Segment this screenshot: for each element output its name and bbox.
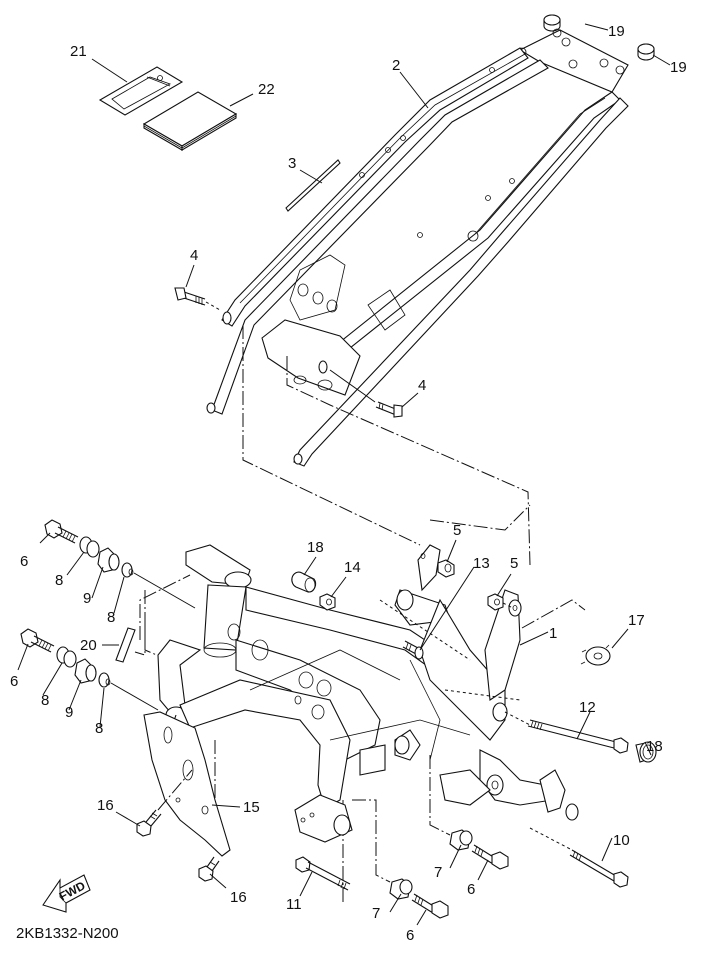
- part-9-collar-b[interactable]: [74, 658, 97, 684]
- callout-19-b: 19: [670, 59, 687, 76]
- part-21-tray[interactable]: [98, 66, 184, 116]
- callout-21: 21: [70, 43, 87, 60]
- callout-5-b: 5: [510, 555, 518, 572]
- part-18-cap-b[interactable]: [635, 741, 657, 763]
- callout-4-a: 4: [190, 247, 198, 264]
- callout-2: 2: [392, 57, 400, 74]
- callout-18-a: 18: [307, 539, 324, 556]
- callout-13: 13: [473, 555, 490, 572]
- part-18-cap-a[interactable]: [291, 571, 317, 593]
- callout-3: 3: [288, 155, 296, 172]
- callout-20: 20: [80, 637, 97, 654]
- part-8-damper-d[interactable]: [98, 672, 159, 711]
- callout-19-a: 19: [608, 23, 625, 40]
- callout-7-b: 7: [372, 905, 380, 922]
- part-2-rear-frame[interactable]: [206, 28, 629, 467]
- part-13-bolt[interactable]: [402, 640, 424, 660]
- fwd-arrow-icon: FWD: [42, 874, 91, 913]
- part-6-bolt-b[interactable]: [20, 628, 55, 653]
- callout-15: 15: [243, 799, 260, 816]
- callout-16-a: 16: [97, 797, 114, 814]
- callout-8-d: 8: [95, 720, 103, 737]
- part-10-bolt[interactable]: [529, 827, 629, 888]
- callout-8-a: 8: [55, 572, 63, 589]
- part-5-nut-b[interactable]: [487, 593, 514, 611]
- part-5-nut-a[interactable]: [437, 559, 455, 578]
- callout-12: 12: [579, 699, 596, 716]
- part-16-bolt-b[interactable]: [198, 856, 220, 882]
- part-17-lock-washer[interactable]: [580, 644, 611, 666]
- part-12-pivot-bolt[interactable]: [504, 711, 629, 754]
- callout-9-a: 9: [83, 590, 91, 607]
- drawing-code: 2KB1332-N200: [16, 925, 119, 942]
- callout-11: 11: [286, 896, 302, 913]
- part-8-damper-a[interactable]: [79, 536, 100, 558]
- callout-6-c: 6: [467, 881, 475, 898]
- callout-5-a: 5: [453, 522, 461, 539]
- part-3-strip[interactable]: [285, 159, 341, 212]
- part-16-bolt-a[interactable]: [136, 769, 193, 837]
- part-9-collar-a[interactable]: [97, 547, 120, 573]
- part-4-bolt-a[interactable]: [174, 287, 221, 311]
- callout-labels: 21 22 2 19 19 3 4 4 6 8 9 8 18 14 5 13 5…: [10, 23, 687, 944]
- callout-18-b: 18: [646, 738, 663, 755]
- part-6-bolt-d[interactable]: [411, 893, 449, 919]
- part-7-collar-a[interactable]: [449, 829, 473, 851]
- part-19-cap-b[interactable]: [637, 43, 655, 61]
- part-6-bolt-c[interactable]: [471, 844, 509, 870]
- part-7-collar-b[interactable]: [389, 878, 413, 900]
- callout-22: 22: [258, 81, 275, 98]
- part-4-bolt-b[interactable]: [329, 369, 403, 418]
- part-8-damper-c[interactable]: [56, 646, 77, 668]
- part-11-bolt[interactable]: [295, 856, 351, 891]
- callout-1: 1: [549, 625, 557, 642]
- part-14-nut[interactable]: [319, 593, 336, 611]
- callout-leaders: [17, 23, 671, 926]
- part-19-cap-a[interactable]: [543, 14, 561, 32]
- part-22-manual[interactable]: [142, 91, 238, 151]
- part-8-damper-b[interactable]: [121, 562, 196, 609]
- callout-6-a: 6: [20, 553, 28, 570]
- part-15-bracket-plate[interactable]: [143, 711, 231, 857]
- part-20-label[interactable]: [115, 590, 146, 663]
- callout-16-b: 16: [230, 889, 247, 906]
- callout-4-b: 4: [418, 377, 426, 394]
- callout-8-b: 8: [107, 609, 115, 626]
- callout-9-b: 9: [65, 704, 73, 721]
- callout-10: 10: [613, 832, 630, 849]
- part-6-bolt-a[interactable]: [44, 519, 79, 544]
- callout-6-b: 6: [10, 673, 18, 690]
- callout-6-d: 6: [406, 927, 414, 944]
- callout-8-c: 8: [41, 692, 49, 709]
- callout-17: 17: [628, 612, 645, 629]
- callout-7-a: 7: [434, 864, 442, 881]
- part-1-main-frame[interactable]: [157, 544, 579, 843]
- callout-14: 14: [344, 559, 361, 576]
